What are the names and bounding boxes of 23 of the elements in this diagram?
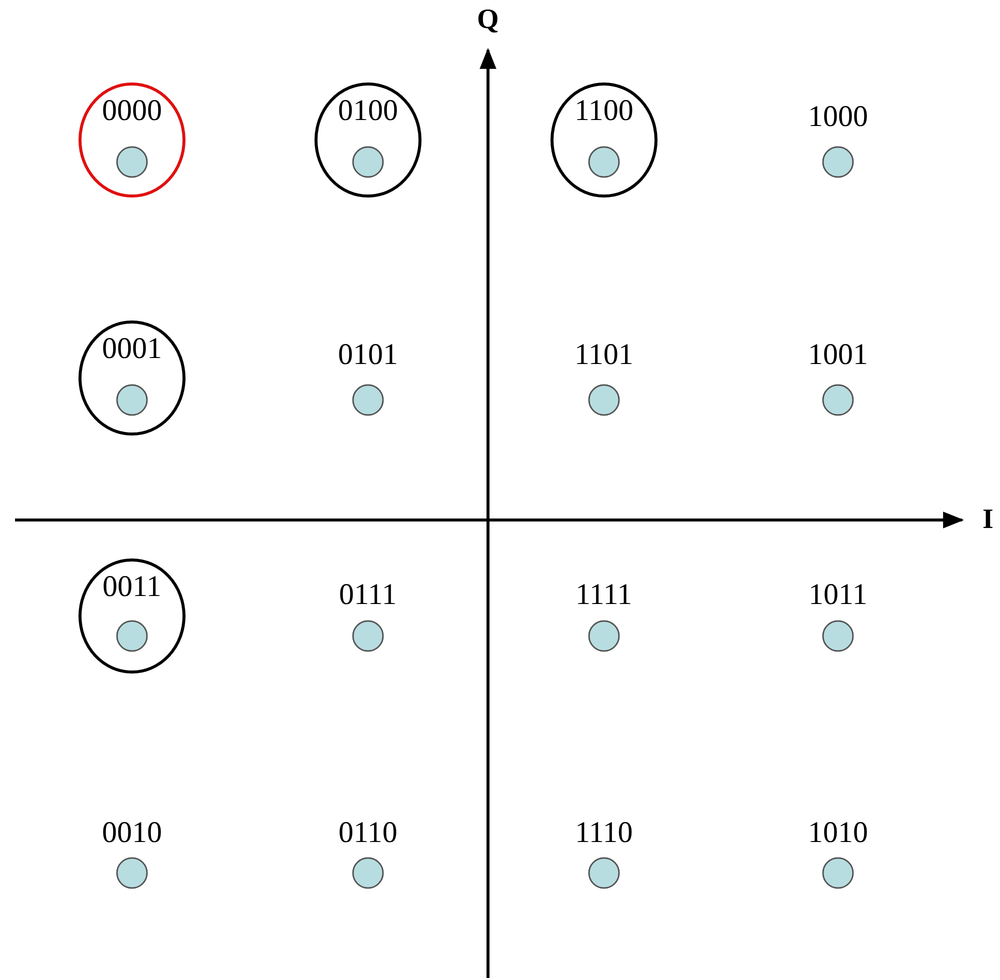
bit-label: 0010 — [102, 816, 162, 850]
encircled-point — [550, 82, 658, 198]
bit-label: 1001 — [808, 338, 868, 372]
bit-label: 0111 — [339, 578, 397, 612]
bit-label: 0000 — [101, 94, 163, 128]
bit-label: 0100 — [337, 94, 399, 128]
bit-label: 1100 — [574, 94, 634, 128]
bit-label: 0011 — [102, 570, 162, 604]
bit-label: 0001 — [101, 332, 163, 366]
axis-label: Q — [477, 3, 499, 37]
encircled-point — [78, 558, 186, 674]
encircled-point — [78, 82, 186, 198]
bit-label: 0101 — [338, 338, 398, 372]
bit-label: 1011 — [808, 578, 868, 612]
bit-label: 1010 — [808, 816, 868, 850]
bit-label: 1000 — [808, 100, 868, 134]
bit-label: 1111 — [576, 578, 632, 612]
encircled-point — [314, 82, 422, 198]
encircled-point — [78, 320, 186, 436]
bit-label: 0110 — [338, 816, 398, 850]
axis-label: I — [982, 503, 994, 537]
bit-label: 1110 — [575, 816, 633, 850]
bit-label: 1101 — [574, 338, 634, 372]
